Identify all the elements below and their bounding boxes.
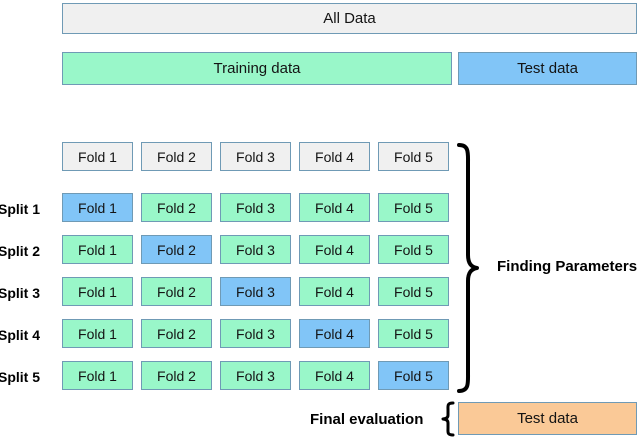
header-fold-1: Fold 1 (62, 142, 133, 171)
split-2-fold-3-train: Fold 3 (220, 235, 291, 264)
split-2-fold-2-validation: Fold 2 (141, 235, 212, 264)
header-fold-5: Fold 5 (378, 142, 449, 171)
split-label-2: Split 2 (0, 243, 41, 259)
all-data-box: All Data (62, 3, 637, 34)
final-evaluation-brace (440, 401, 457, 437)
split-label-1: Split 1 (0, 201, 41, 217)
split-4-fold-4-validation: Fold 4 (299, 319, 370, 348)
split-label-3: Split 3 (0, 285, 41, 301)
split-1-fold-5-train: Fold 5 (378, 193, 449, 222)
split-5-fold-1-train: Fold 1 (62, 361, 133, 390)
split-1-fold-1-validation: Fold 1 (62, 193, 133, 222)
split-3-fold-2-train: Fold 2 (141, 277, 212, 306)
split-5-fold-5-validation: Fold 5 (378, 361, 449, 390)
split-2-fold-1-train: Fold 1 (62, 235, 133, 264)
finding-parameters-brace (455, 143, 479, 393)
split-5-fold-2-train: Fold 2 (141, 361, 212, 390)
split-4-fold-3-train: Fold 3 (220, 319, 291, 348)
split-2-fold-4-train: Fold 4 (299, 235, 370, 264)
split-4-fold-5-train: Fold 5 (378, 319, 449, 348)
split-3-fold-3-validation: Fold 3 (220, 277, 291, 306)
final-test-data-box: Test data (458, 402, 637, 435)
final-evaluation-label: Final evaluation (310, 411, 424, 428)
header-fold-4: Fold 4 (299, 142, 370, 171)
split-2-fold-5-train: Fold 5 (378, 235, 449, 264)
split-5-fold-3-train: Fold 3 (220, 361, 291, 390)
split-3-fold-5-train: Fold 5 (378, 277, 449, 306)
training-data-box: Training data (62, 52, 452, 85)
split-label-4: Split 4 (0, 327, 41, 343)
split-4-fold-2-train: Fold 2 (141, 319, 212, 348)
split-label-5: Split 5 (0, 369, 41, 385)
split-4-fold-1-train: Fold 1 (62, 319, 133, 348)
header-fold-3: Fold 3 (220, 142, 291, 171)
split-1-fold-3-train: Fold 3 (220, 193, 291, 222)
split-1-fold-4-train: Fold 4 (299, 193, 370, 222)
header-fold-2: Fold 2 (141, 142, 212, 171)
finding-parameters-label: Finding Parameters (497, 258, 638, 275)
split-5-fold-4-train: Fold 4 (299, 361, 370, 390)
split-3-fold-4-train: Fold 4 (299, 277, 370, 306)
test-data-box: Test data (458, 52, 637, 85)
split-1-fold-2-train: Fold 2 (141, 193, 212, 222)
split-3-fold-1-train: Fold 1 (62, 277, 133, 306)
